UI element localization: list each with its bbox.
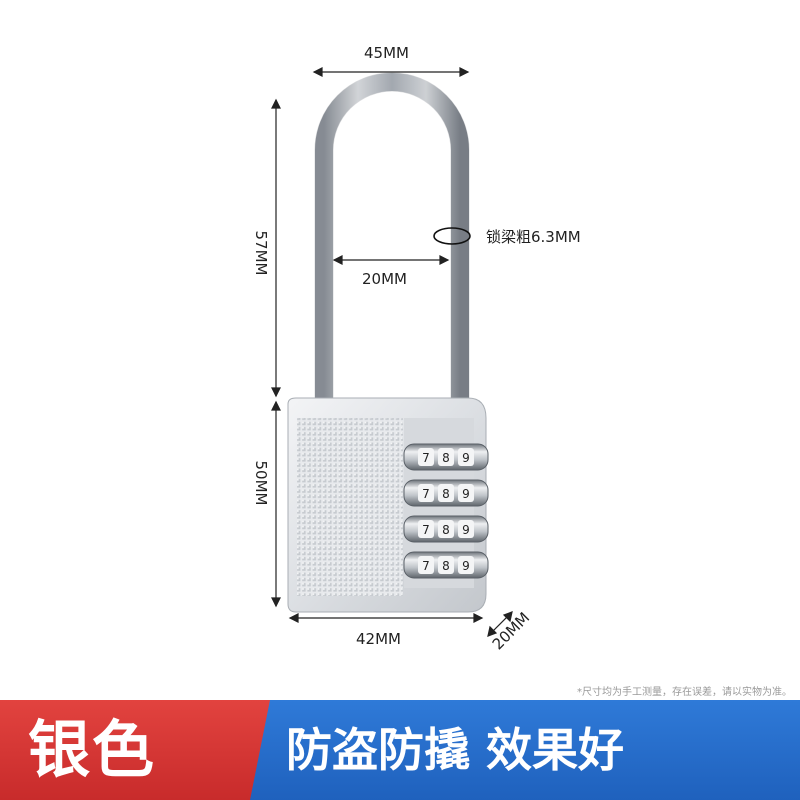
dial-digit: 7 xyxy=(422,523,430,537)
digit-window xyxy=(418,556,434,574)
digit-window xyxy=(458,484,474,502)
dial-digit: 9 xyxy=(462,559,470,573)
dial-digit: 7 xyxy=(422,451,430,465)
digit-window xyxy=(458,520,474,538)
digit-window xyxy=(438,484,454,502)
dial-digit: 7 xyxy=(422,559,430,573)
digit-window xyxy=(458,448,474,466)
digit-window xyxy=(458,556,474,574)
digit-window xyxy=(418,520,434,538)
dial-digit: 9 xyxy=(462,487,470,501)
slogan: 防盗防撬 效果好 xyxy=(286,723,625,777)
dim-shackle-height: 57MM xyxy=(252,230,270,276)
dial-digit: 8 xyxy=(442,523,450,537)
dial-digit: 9 xyxy=(462,523,470,537)
dim-shackle-outer-width: 45MM xyxy=(364,44,409,62)
digit-window xyxy=(418,448,434,466)
dim-body-width: 42MM xyxy=(356,630,401,648)
dimension-lines xyxy=(271,67,513,637)
bottom-banner: 银色 防盗防撬 效果好 xyxy=(0,700,800,800)
dial-digit: 9 xyxy=(462,451,470,465)
digit-window xyxy=(418,484,434,502)
dial-digit: 8 xyxy=(442,559,450,573)
dim-body-height: 50MM xyxy=(252,460,270,506)
shackle xyxy=(315,73,469,400)
dim-shackle-inner-width: 20MM xyxy=(362,270,407,288)
dim-shackle-thickness: 锁梁粗6.3MM xyxy=(486,228,581,246)
banner-red-panel xyxy=(0,700,270,800)
banner-blue-panel xyxy=(250,700,800,800)
dial-digit: 7 xyxy=(422,487,430,501)
digit-window xyxy=(438,448,454,466)
dial-digit: 8 xyxy=(442,451,450,465)
color-label: 银色 xyxy=(28,713,157,786)
measurement-note: *尺寸均为手工测量，存在误差，请以实物为准。 xyxy=(577,687,792,698)
dial-digit: 8 xyxy=(442,487,450,501)
digit-window xyxy=(438,520,454,538)
digit-window xyxy=(438,556,454,574)
